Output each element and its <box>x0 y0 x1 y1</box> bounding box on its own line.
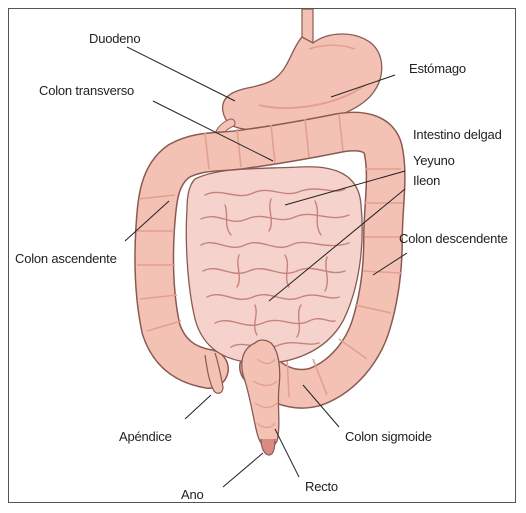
label-colon-sigmoide: Colon sigmoide <box>345 429 432 444</box>
small-intestine <box>186 167 362 363</box>
label-colon-descendente: Colon descendente <box>399 231 508 246</box>
label-ileon: Ileon <box>413 173 440 188</box>
label-estomago: Estómago <box>409 61 466 76</box>
label-colon-transverso: Colon transverso <box>39 83 134 98</box>
label-apendice: Apéndice <box>119 429 172 444</box>
label-yeyuno: Yeyuno <box>413 153 455 168</box>
label-recto: Recto <box>305 479 338 494</box>
label-ano: Ano <box>181 487 204 502</box>
label-duodeno: Duodeno <box>89 31 140 46</box>
rectum <box>242 340 280 448</box>
label-colon-ascendente: Colon ascendente <box>15 251 117 266</box>
diagram-frame: Duodeno Estómago Colon transverso Intest… <box>8 8 516 503</box>
label-intestino-delgado: Intestino delgad <box>413 127 502 142</box>
anus <box>261 439 275 455</box>
